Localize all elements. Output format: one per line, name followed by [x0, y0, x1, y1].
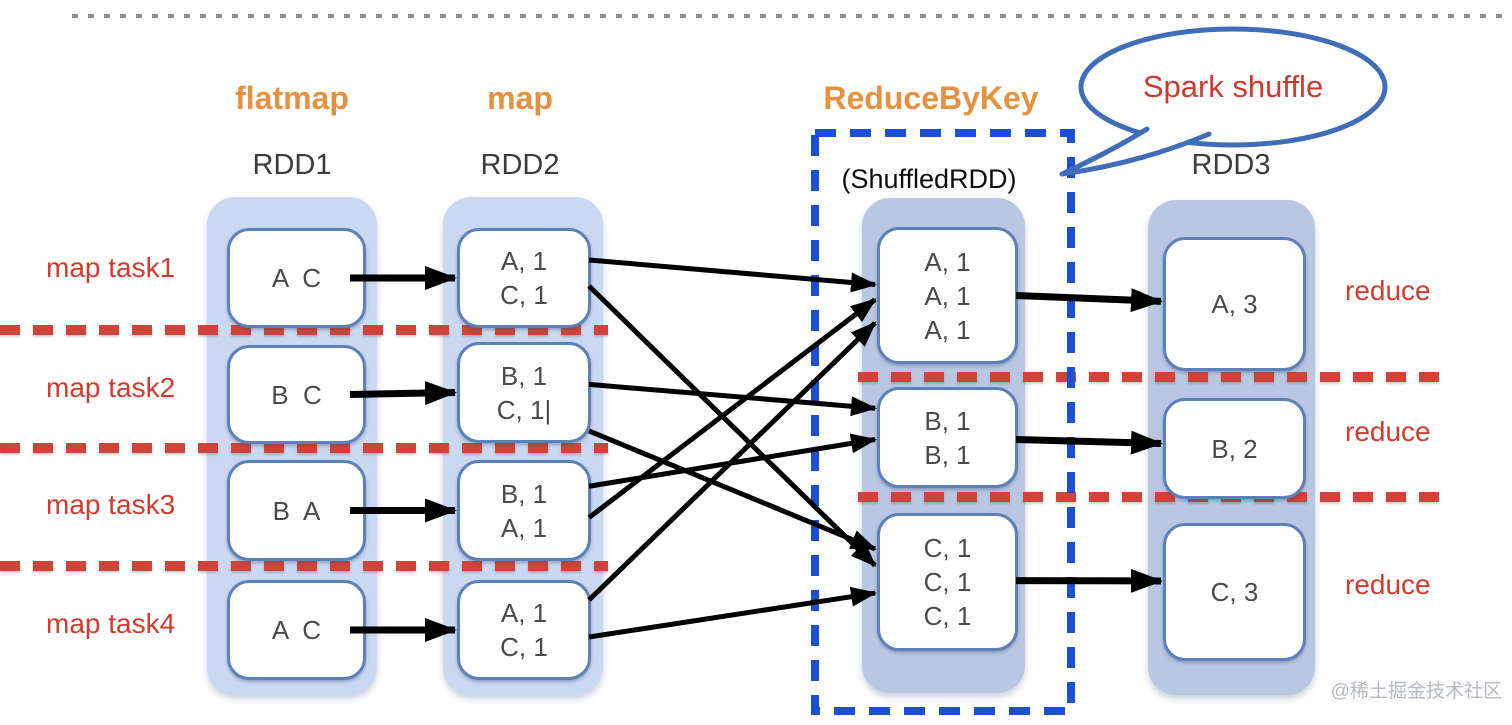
record-text: A, 1 — [924, 246, 971, 277]
box-shuffled-c: C, 1 C, 1 C, 1 — [877, 513, 1018, 651]
reduce-separator-line-1 — [858, 372, 1440, 382]
box-rdd1-p2: B C — [227, 345, 366, 444]
record-text: B, 1 — [500, 478, 548, 509]
record-text: C, 1 — [923, 601, 972, 631]
label-reduce-3: reduce — [1345, 569, 1431, 600]
box-rdd3-a: A, 3 — [1163, 237, 1306, 371]
label-shuffledrdd: (ShuffledRDD) — [841, 164, 1017, 194]
box-rdd2-p2: B, 1 C, 1| — [457, 342, 591, 443]
label-rdd2: RDD2 — [480, 149, 560, 181]
arrow-box-rdd2-p3-to-box-shuffled-a — [587, 297, 877, 520]
box-rdd1-p1: A C — [227, 228, 366, 328]
record-text: B, 1 — [500, 360, 548, 391]
box-shuffled-a: A, 1 A, 1 A, 1 — [877, 227, 1018, 364]
record-text: B A — [272, 495, 321, 526]
record-text: A, 1 — [500, 512, 548, 543]
record-text: A, 3 — [1211, 289, 1258, 319]
box-rdd3-c: C, 3 — [1163, 523, 1306, 661]
speech-bubble-tail — [1062, 132, 1205, 174]
record-text: C, 3 — [1210, 577, 1259, 607]
arrow-box-rdd2-p1-to-box-shuffled-a — [588, 257, 877, 293]
label-rdd1: RDD1 — [252, 149, 332, 181]
label-rdd3: RDD3 — [1191, 149, 1271, 181]
record-text: A, 1 — [500, 246, 548, 276]
speech-bubble-label: Spark shuffle — [1142, 69, 1324, 104]
top-dotted-divider — [72, 14, 1506, 18]
watermark: @稀土掘金技术社区 — [1330, 681, 1502, 702]
arrow-box-shuffled-b-to-box-rdd3-b — [1015, 430, 1163, 455]
record-text: A, 1 — [924, 280, 971, 311]
task-separator-line-2 — [0, 443, 608, 453]
record-text: C, 1 — [923, 533, 972, 563]
label-reduce-1: reduce — [1345, 275, 1431, 306]
label-map-task1: map task1 — [46, 252, 176, 283]
record-text: B, 1 — [924, 439, 971, 470]
record-text: C, 1| — [496, 394, 552, 425]
arrow-box-rdd2-p1-to-box-shuffled-c — [587, 284, 877, 568]
label-reduce-2: reduce — [1345, 416, 1431, 447]
record-text: A C — [271, 615, 322, 645]
arrow-box-rdd2-p2-to-box-shuffled-b — [588, 381, 877, 417]
arrow-box-rdd2-p4-to-box-shuffled-a — [587, 321, 877, 602]
arrow-box-rdd2-p4-to-box-shuffled-c — [588, 586, 877, 640]
reduce-separator-line-2 — [858, 492, 1440, 502]
label-map-task4: map task4 — [46, 608, 176, 639]
record-text: B C — [271, 379, 322, 410]
label-map-task2: map task2 — [46, 372, 176, 403]
record-text: A C — [271, 263, 322, 293]
arrow-box-rdd2-p2-to-box-shuffled-c — [588, 428, 877, 552]
stage-header-flatmap: flatmap — [235, 80, 349, 116]
box-rdd2-p4: A, 1 C, 1 — [457, 580, 591, 680]
box-rdd3-b: B, 2 — [1163, 398, 1306, 499]
stage-header-reducebykey: ReduceByKey — [823, 80, 1039, 116]
label-map-task3: map task3 — [46, 489, 176, 520]
record-text: B, 2 — [1211, 433, 1258, 464]
record-text: A, 1 — [924, 314, 971, 345]
arrow-box-shuffled-a-to-box-rdd3-a — [1015, 288, 1163, 313]
task-separator-line-3 — [0, 561, 608, 571]
arrow-box-rdd2-p3-to-box-shuffled-b — [588, 433, 877, 489]
stage-header-map: map — [487, 80, 553, 116]
box-shuffled-b: B, 1 B, 1 — [877, 387, 1018, 488]
box-rdd1-p4: A C — [227, 580, 366, 680]
record-text: B, 1 — [924, 405, 971, 436]
box-rdd2-p1: A, 1 C, 1 — [457, 228, 591, 328]
record-text: A, 1 — [500, 598, 548, 628]
record-text: C, 1 — [500, 632, 548, 662]
record-text: C, 1 — [500, 280, 548, 310]
box-rdd2-p3: B, 1 A, 1 — [457, 460, 591, 561]
box-rdd1-p3: B A — [227, 460, 366, 561]
record-text: C, 1 — [923, 567, 972, 597]
task-separator-line-1 — [0, 325, 608, 335]
